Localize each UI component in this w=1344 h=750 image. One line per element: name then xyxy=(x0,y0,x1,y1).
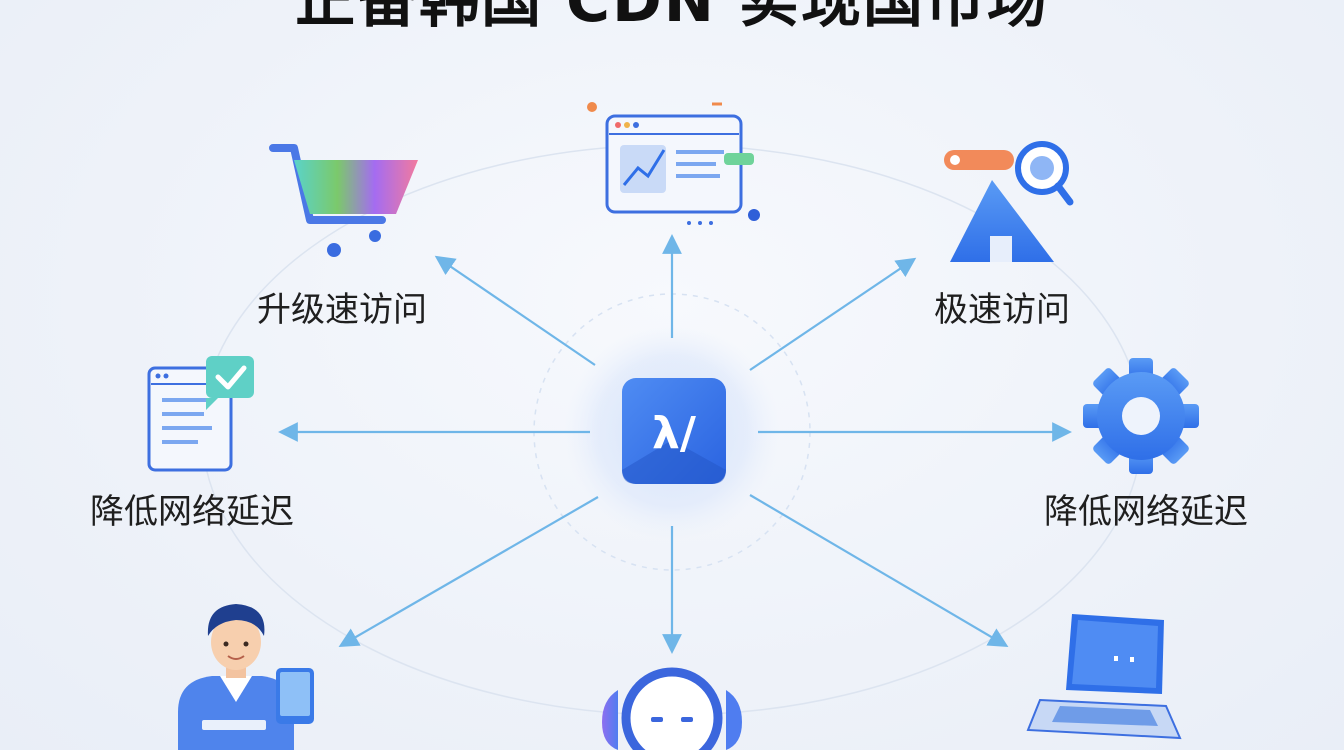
label-gear: 降低网络延迟 xyxy=(1044,492,1248,532)
browser-chart-icon xyxy=(587,102,760,225)
user-avatar-icon xyxy=(178,604,314,750)
arrow-to-laptop xyxy=(749,494,1009,648)
hub-glyph: λ/ xyxy=(652,408,697,459)
gear-icon xyxy=(1083,358,1199,474)
label-document: 降低网络延迟 xyxy=(90,492,294,532)
label-search: 极速访问 xyxy=(934,290,1070,330)
shopping-cart-icon xyxy=(269,144,418,257)
translate-app-icon: λ/ xyxy=(622,378,726,484)
search-network-icon xyxy=(944,141,1074,262)
arrow-to-person xyxy=(338,496,599,647)
diagram-title: 正备韩国 CDN 实现国市场 xyxy=(295,0,1049,36)
connector-arrows xyxy=(278,234,1072,654)
arrow-to-search xyxy=(749,257,917,371)
laptop-icon xyxy=(1026,614,1182,740)
chatbot-icon xyxy=(602,667,742,750)
document-check-icon xyxy=(147,356,254,472)
arrow-to-cart xyxy=(434,255,596,366)
label-cart: 升级速访问 xyxy=(257,290,427,330)
